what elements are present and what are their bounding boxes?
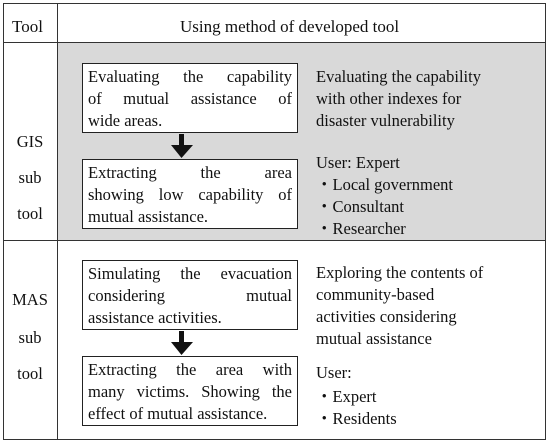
mas-desc-line4: mutual assistance (316, 329, 432, 348)
mas-label-line3: tool (17, 364, 43, 383)
mas-desc-line3: activities considering (316, 307, 457, 326)
gis-desc-line3: disaster vulnerability (316, 111, 455, 130)
gis-box1-line2: of mutual assistance of (88, 89, 292, 108)
gis-step-box-1: Evaluating the capability of mutual assi… (82, 63, 298, 133)
mas-desc-line1: Exploring the contents of (316, 263, 484, 282)
row-divider (3, 240, 546, 241)
gis-down-arrow-icon (171, 134, 193, 158)
header-divider (3, 42, 546, 43)
mas-step-box-1: Simulating the evacuation considering mu… (82, 260, 298, 330)
mas-box1-line2: considering mutual (88, 286, 292, 305)
gis-label-line2: sub (18, 168, 42, 187)
mas-box1-line1: Simulating the evacuation (88, 264, 292, 283)
mas-desc-line2: community-based (316, 285, 435, 304)
gis-user-item-consultant: ・Consultant (316, 197, 405, 216)
gis-user-list: ・Local government ・Consultant ・Researche… (316, 174, 453, 240)
gis-box2-line2: showing low capability of (88, 185, 292, 204)
gis-label-line3: tool (17, 204, 43, 223)
mas-step-box-2: Extracting the area with many victims. S… (82, 356, 298, 426)
mas-label-line2: sub (18, 328, 42, 347)
gis-box1-line3: wide areas. (88, 111, 163, 130)
mas-box2-line1: Extracting the area with (88, 360, 292, 379)
gis-box2-line3: mutual assistance. (88, 207, 209, 226)
mas-box2-line2: many victims. Showing the (88, 382, 292, 401)
mas-user-title: User: (316, 363, 352, 382)
table-frame (3, 3, 546, 440)
gis-box2-line1: Extracting the area (88, 163, 292, 182)
mas-down-arrow-icon (171, 331, 193, 355)
mas-label-line1: MAS (12, 290, 48, 309)
gis-step-box-2: Extracting the area showing low capabili… (82, 159, 298, 229)
gis-desc-line1: Evaluating the capability (316, 67, 481, 86)
mas-user-list: ・Expert ・Residents (316, 386, 397, 430)
gis-box1-line1: Evaluating the capability (88, 67, 292, 86)
column-divider (57, 3, 58, 440)
mas-user-item-residents: ・Residents (316, 409, 397, 428)
mas-user-item-expert: ・Expert (316, 387, 377, 406)
mas-box2-line3: effect of mutual assistance. (88, 404, 268, 423)
gis-desc-line2: with other indexes for (316, 89, 462, 108)
header-method: Using method of developed tool (180, 17, 400, 36)
gis-user-item-local-government: ・Local government (316, 175, 453, 194)
gis-description: Evaluating the capability with other ind… (316, 66, 481, 132)
gis-user-item-researcher: ・Researcher (316, 219, 406, 238)
gis-user-title: User: Expert (316, 153, 400, 172)
mas-description: Exploring the contents of community-base… (316, 262, 483, 350)
mas-box1-line3: assistance activities. (88, 308, 222, 327)
gis-label-line1: GIS (16, 132, 44, 151)
header-tool: Tool (12, 17, 43, 36)
